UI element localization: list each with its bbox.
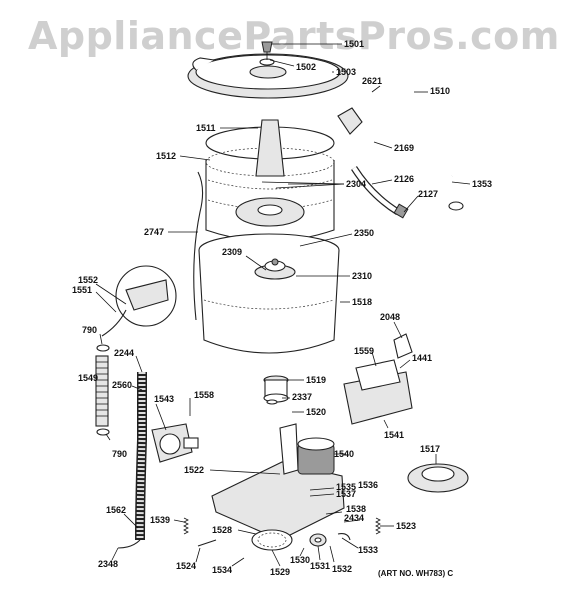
- callout-2244: 2244: [114, 348, 134, 358]
- callout-2310: 2310: [352, 271, 372, 281]
- callout-1531: 1531: [310, 561, 330, 571]
- callout-1522: 1522: [184, 465, 204, 475]
- hose-detail-circle: [115, 265, 177, 327]
- inlet-hose[interactable]: [351, 166, 409, 219]
- hose-clamp-upper[interactable]: [96, 344, 110, 352]
- coupling[interactable]: [263, 375, 289, 405]
- callout-1536: 1536: [358, 480, 378, 490]
- callout-1517: 1517: [420, 444, 440, 454]
- callout-1559: 1559: [354, 346, 374, 356]
- wash-basket[interactable]: [205, 119, 335, 242]
- suspension-rod[interactable]: [193, 171, 204, 321]
- spring-1523[interactable]: [375, 517, 381, 535]
- callout-2337: 2337: [292, 392, 312, 402]
- motor[interactable]: [297, 437, 335, 475]
- callout-1562: 1562: [106, 505, 126, 515]
- tub-cover[interactable]: [187, 53, 349, 99]
- callout-790-lower: 790: [112, 449, 127, 459]
- callout-1501: 1501: [344, 39, 364, 49]
- art-number: (ART NO. WH783) C: [378, 569, 453, 578]
- clip-1533[interactable]: [337, 533, 351, 541]
- callout-2621: 2621: [362, 76, 382, 86]
- mounting-bracket[interactable]: [343, 333, 413, 425]
- callout-2350: 2350: [354, 228, 374, 238]
- leader-lines: [95, 43, 471, 567]
- callout-1549: 1549: [78, 373, 98, 383]
- callout-1441: 1441: [412, 353, 432, 363]
- drain-pump[interactable]: [151, 423, 199, 463]
- callout-1538: 1538: [346, 504, 366, 514]
- callout-1353: 1353: [472, 179, 492, 189]
- link-1524[interactable]: [197, 539, 217, 547]
- drain-hose[interactable]: [337, 89, 466, 178]
- callout-1532: 1532: [332, 564, 352, 574]
- callout-2169: 2169: [394, 143, 414, 153]
- callout-1551: 1551: [72, 285, 92, 295]
- callout-2309: 2309: [222, 247, 242, 257]
- callout-1534: 1534: [212, 565, 232, 575]
- callout-2127: 2127: [418, 189, 438, 199]
- drive-belt[interactable]: [251, 529, 293, 551]
- outer-tub[interactable]: [198, 233, 340, 354]
- callout-1520: 1520: [306, 407, 326, 417]
- callout-1512: 1512: [156, 151, 176, 161]
- callout-1543: 1543: [154, 394, 174, 404]
- callout-2747: 2747: [144, 227, 164, 237]
- callout-1535: 1535: [336, 482, 356, 492]
- callout-1518: 1518: [352, 297, 372, 307]
- drive-hub[interactable]: [254, 258, 296, 280]
- spring-1539[interactable]: [183, 517, 189, 535]
- callout-2048: 2048: [380, 312, 400, 322]
- callout-1503: 1503: [336, 67, 356, 77]
- callout-1524: 1524: [176, 561, 196, 571]
- callout-790-upper: 790: [82, 325, 97, 335]
- callout-2560: 2560: [112, 380, 132, 390]
- callout-1540: 1540: [334, 449, 354, 459]
- corrugated-hose-2560[interactable]: [135, 372, 147, 541]
- callout-1558: 1558: [194, 390, 214, 400]
- callout-1552: 1552: [78, 275, 98, 285]
- callout-1528: 1528: [212, 525, 232, 535]
- hose-clamp[interactable]: [448, 201, 464, 211]
- hose-end[interactable]: [117, 539, 141, 549]
- callout-1519: 1519: [306, 375, 326, 385]
- watermark: AppliancePartsPros.com: [28, 14, 560, 58]
- callout-1530: 1530: [290, 555, 310, 565]
- callout-1502: 1502: [296, 62, 316, 72]
- base-plate[interactable]: [211, 423, 345, 541]
- pulley[interactable]: [407, 463, 469, 493]
- callout-1537: 1537: [336, 489, 356, 499]
- callout-2126: 2126: [394, 174, 414, 184]
- callout-1539: 1539: [150, 515, 170, 525]
- callout-1510: 1510: [430, 86, 450, 96]
- callout-2434: 2434: [344, 513, 364, 523]
- callout-1529: 1529: [270, 567, 290, 577]
- callout-1511: 1511: [196, 123, 216, 133]
- callout-2348: 2348: [98, 559, 118, 569]
- corrugated-hose-1549[interactable]: [95, 355, 109, 427]
- callout-labels: 1501 1502 1503 2621 1510 1511 2169 1512 …: [72, 39, 492, 578]
- hose-clamp-lower[interactable]: [96, 428, 110, 436]
- callout-1523: 1523: [396, 521, 416, 531]
- callout-2304: 2304: [346, 179, 366, 189]
- callout-1533: 1533: [358, 545, 378, 555]
- callout-1541: 1541: [384, 430, 404, 440]
